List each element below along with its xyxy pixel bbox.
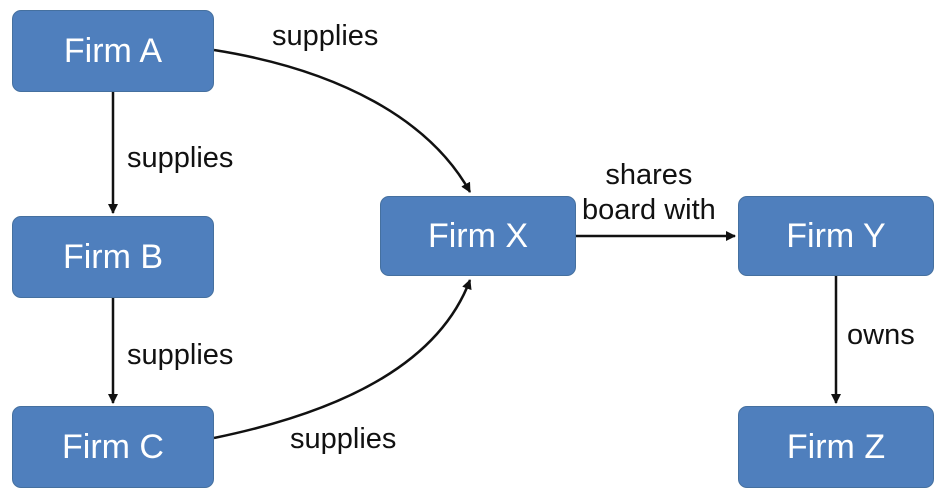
node-label: Firm X xyxy=(427,216,529,255)
node-label: Firm Z xyxy=(786,427,886,466)
edge-label-y-to-z: owns xyxy=(847,319,915,351)
node-firm-b: Firm B xyxy=(12,216,214,298)
node-label: Firm C xyxy=(62,427,164,466)
edge-label-line: shares xyxy=(605,159,693,191)
edge-label-x-to-y: shares board with xyxy=(582,158,716,228)
edge-label-a-to-b: supplies xyxy=(127,142,234,174)
edge-label-line: board with xyxy=(582,193,716,226)
node-label: Firm A xyxy=(63,31,163,70)
node-label: Firm B xyxy=(62,237,164,276)
edge-label-a-to-x: supplies xyxy=(272,20,379,52)
node-firm-y: Firm Y xyxy=(738,196,934,276)
node-firm-a: Firm A xyxy=(12,10,214,92)
edge-label-c-to-x: supplies xyxy=(290,423,397,455)
edge-a-to-x xyxy=(213,48,472,193)
node-label: Firm Y xyxy=(786,216,886,255)
edge-c-to-x xyxy=(213,279,472,440)
node-firm-x: Firm X xyxy=(380,196,576,276)
edge-label-b-to-c: supplies xyxy=(127,339,234,371)
node-firm-z: Firm Z xyxy=(738,406,934,488)
node-firm-c: Firm C xyxy=(12,406,214,488)
